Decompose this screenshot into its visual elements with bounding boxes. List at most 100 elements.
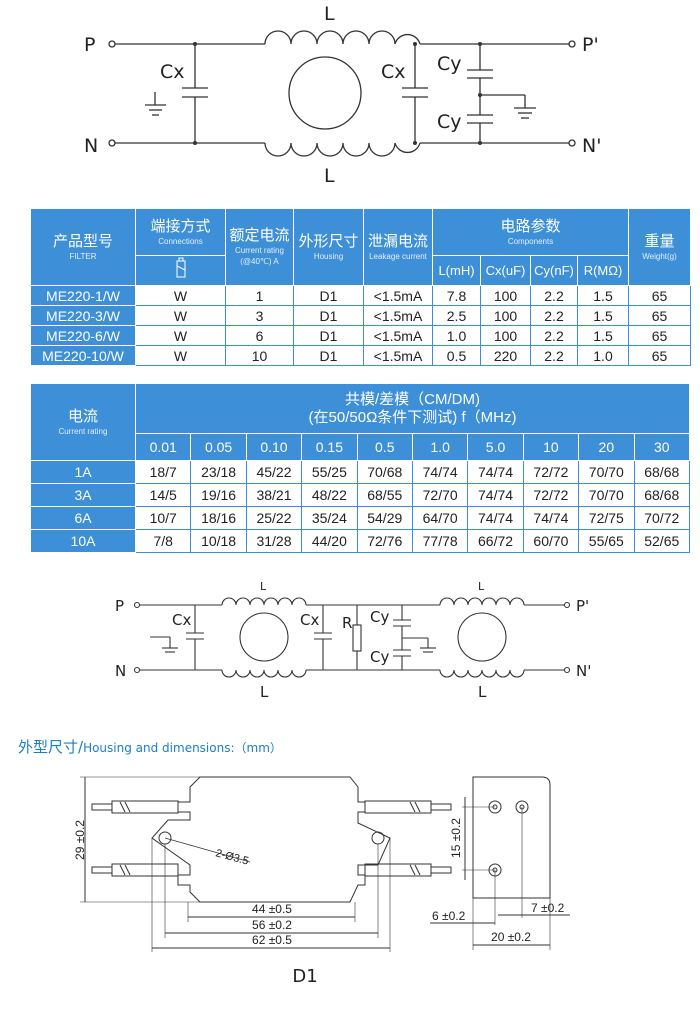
value-cell: 65 <box>628 285 692 306</box>
dim-44: 44 ±0.5 <box>252 902 292 916</box>
attenuation-cell: 38/21 <box>245 483 303 507</box>
dim-7: 7 ±0.2 <box>531 901 565 915</box>
attenuation-cell: 70/70 <box>578 483 635 507</box>
value-cell: 100 <box>480 285 531 306</box>
value-cell: 1.5 <box>576 285 630 306</box>
attenuation-cell: 18/7 <box>134 460 192 484</box>
attenuation-cell: 19/16 <box>190 483 247 507</box>
value-cell: <1.5mA <box>363 285 433 306</box>
attenuation-cell: 55/65 <box>578 529 635 553</box>
cy-label-top: Cy <box>437 53 462 75</box>
terminal-n-prime: N' <box>576 662 591 680</box>
attenuation-cell: 64/70 <box>411 506 469 530</box>
value-cell: 2.2 <box>530 285 578 306</box>
value-cell: <1.5mA <box>363 305 433 326</box>
wire-terminal-icon <box>135 255 226 286</box>
cy-label-bottom: Cy <box>437 111 462 133</box>
terminal-p-prime: P' <box>576 597 589 615</box>
frequency-header: 20 <box>578 433 635 461</box>
attenuation-cell: 52/65 <box>633 529 691 553</box>
value-cell: 65 <box>628 345 692 366</box>
frequency-header: 10 <box>522 433 580 461</box>
value-cell: W <box>135 285 226 306</box>
dim-62: 62 ±0.5 <box>252 933 292 947</box>
attenuation-cell: 31/28 <box>245 529 303 553</box>
value-cell: 100 <box>480 325 531 346</box>
value-cell: 1.0 <box>576 345 630 366</box>
attenuation-cell: 10/18 <box>190 529 247 553</box>
inductor2-label-bottom: L <box>478 683 487 701</box>
value-cell: 3 <box>225 305 294 326</box>
inductor1-label-bottom: L <box>260 683 269 701</box>
attenuation-cell: 7/8 <box>134 529 192 553</box>
terminal-p: P <box>84 34 95 56</box>
value-cell: <1.5mA <box>363 345 433 366</box>
value-cell: W <box>135 345 226 366</box>
value-cell: 65 <box>628 305 692 326</box>
attenuation-cell: 68/68 <box>633 460 691 484</box>
model-cell: ME220-6/W <box>30 325 136 346</box>
attenuation-cell: 55/25 <box>301 460 358 484</box>
attenuation-cell: 77/78 <box>411 529 469 553</box>
value-cell: <1.5mA <box>363 325 433 346</box>
frequency-header: 0.01 <box>134 433 192 461</box>
dim-height: 29 ±0.2 <box>73 820 87 860</box>
dim-20: 20 ±0.2 <box>491 930 531 944</box>
dim-hole: 2-Ø3.5 <box>214 847 250 867</box>
frequency-header: 5.0 <box>467 433 524 461</box>
attenuation-cell: 72/70 <box>411 483 469 507</box>
attenuation-cell: 44/20 <box>301 529 358 553</box>
header-cy: Cy(nF) <box>530 255 578 286</box>
attenuation-cell: 72/72 <box>522 483 580 507</box>
housing-label-d1: D1 <box>292 966 317 987</box>
attenuation-cell: 25/22 <box>245 506 303 530</box>
current-rating-cell: 10A <box>30 529 136 553</box>
current-rating-cell: 1A <box>30 460 136 484</box>
attenuation-cell: 74/74 <box>467 460 524 484</box>
value-cell: 1 <box>225 285 294 306</box>
current-rating-cell: 3A <box>30 483 136 507</box>
attenuation-cell: 74/74 <box>522 506 580 530</box>
attenuation-cell: 72/75 <box>578 506 635 530</box>
attenuation-cell: 18/16 <box>190 506 247 530</box>
cx2-label: Cx <box>300 611 319 629</box>
frequency-header: 30 <box>633 433 691 461</box>
value-cell: D1 <box>293 345 364 366</box>
cx-label: Cx <box>172 611 191 629</box>
model-cell: ME220-1/W <box>30 285 136 306</box>
model-cell: ME220-3/W <box>30 305 136 326</box>
model-cell: ME220-10/W <box>30 345 136 366</box>
header-l: L(mH) <box>432 255 481 286</box>
inductor-label-bottom: L <box>324 165 335 187</box>
value-cell: 0.5 <box>432 345 481 366</box>
circuit-diagram-2: P P' N N' L L L L Cx Cx R Cy Cy <box>115 580 591 701</box>
attenuation-cell: 70/72 <box>633 506 691 530</box>
attenuation-cell: 72/76 <box>356 529 413 553</box>
attenuation-cell: 23/18 <box>190 460 247 484</box>
attenuation-cell: 14/5 <box>134 483 192 507</box>
value-cell: 10 <box>225 345 294 366</box>
header-cx: Cx(uF) <box>480 255 531 286</box>
dim-6: 6 ±0.2 <box>432 909 466 923</box>
attenuation-cell: 54/29 <box>356 506 413 530</box>
cx-label-right: Cx <box>381 61 406 83</box>
attenuation-cell: 68/68 <box>633 483 691 507</box>
value-cell: 2.2 <box>530 345 578 366</box>
value-cell: 220 <box>480 345 531 366</box>
attenuation-cell: 48/22 <box>301 483 358 507</box>
r-label: R <box>342 614 352 632</box>
attenuation-cell: 60/70 <box>522 529 580 553</box>
value-cell: D1 <box>293 285 364 306</box>
